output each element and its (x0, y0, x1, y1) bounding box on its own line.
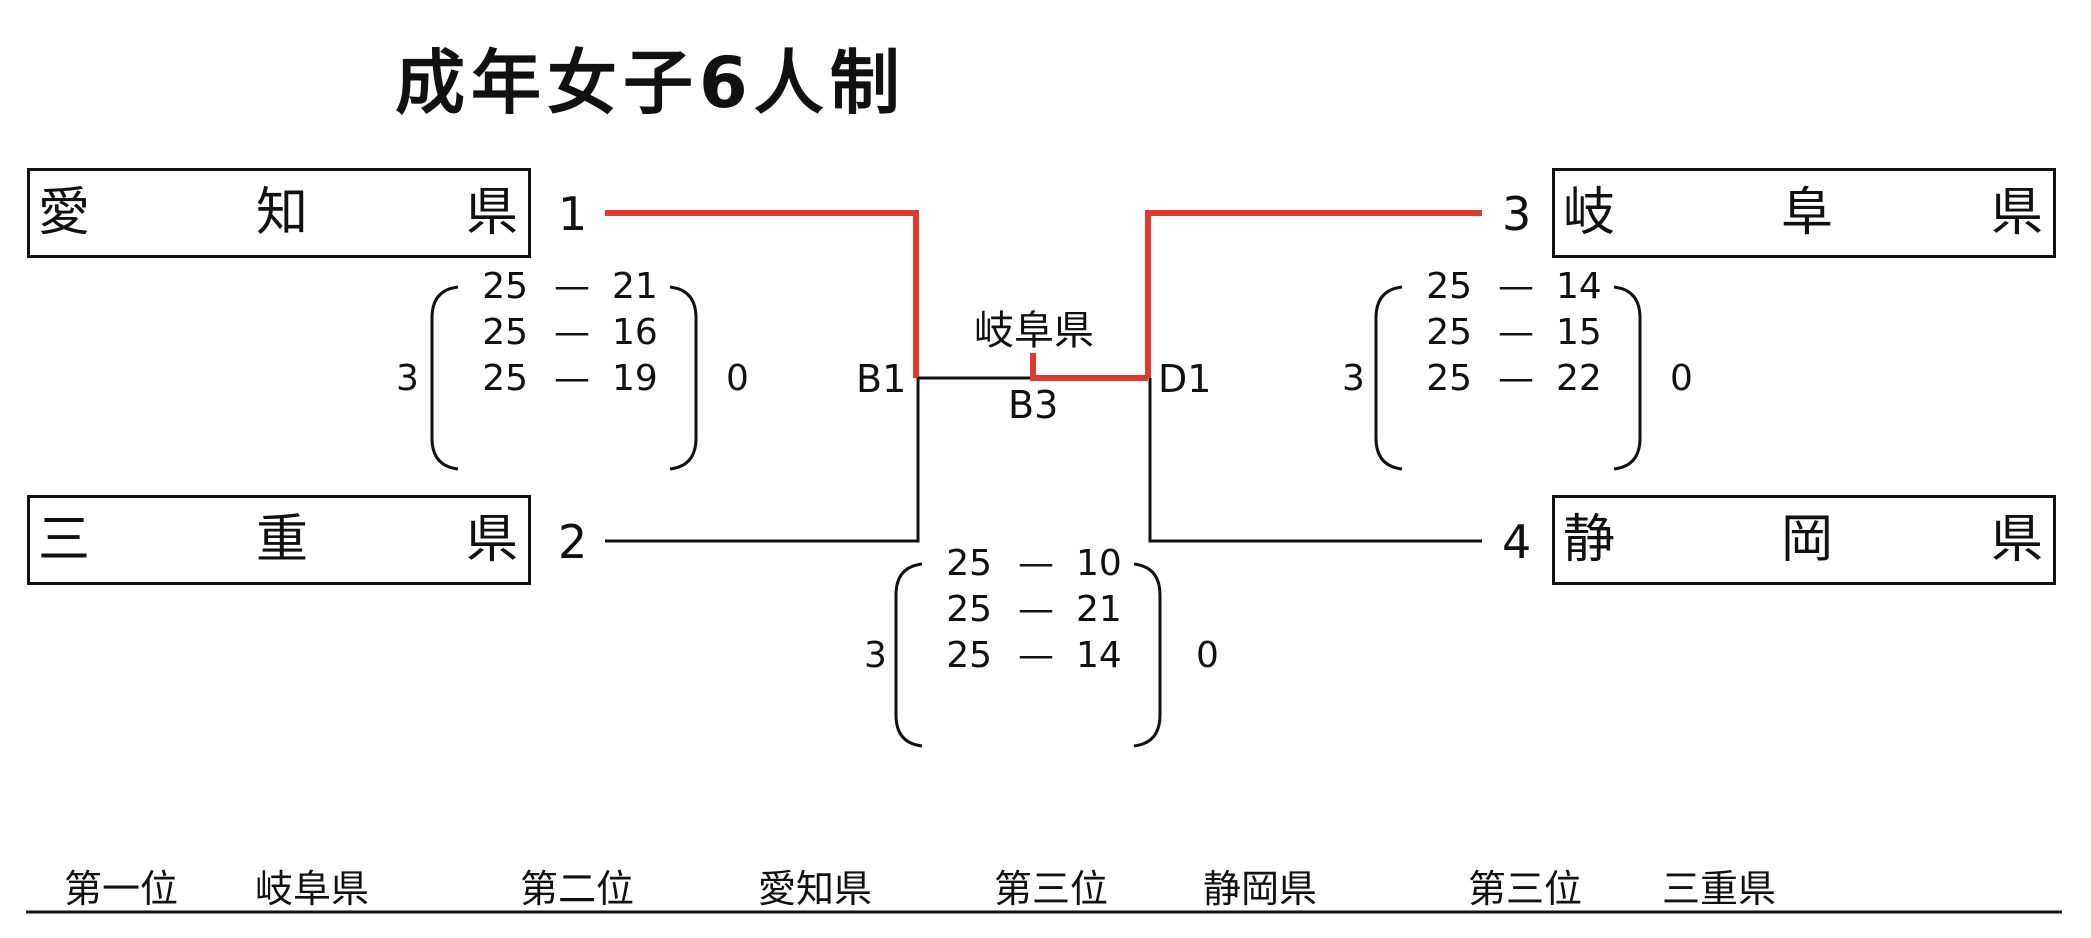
set-dash: — (1498, 312, 1534, 353)
seed-2: 2 (558, 515, 588, 569)
set-dash: — (1498, 358, 1534, 399)
set-score-b: 10 (1076, 543, 1122, 584)
sets-won: 3 (864, 635, 887, 676)
team-char: 県 (465, 183, 518, 243)
team-char: 阜 (1781, 183, 1834, 243)
match-label-left: B1 (856, 357, 907, 401)
sets-lost: 0 (1670, 358, 1693, 399)
score-bracket-close (1133, 562, 1162, 748)
set-score-b: 21 (612, 266, 658, 307)
set-dash: — (1498, 266, 1534, 307)
set-dash: — (554, 358, 590, 399)
seed-3: 3 (1502, 187, 1532, 241)
sets-won: 3 (1342, 358, 1365, 399)
score-bracket-open (430, 285, 459, 471)
team-box-gifu: 岐 阜 県 (1552, 168, 2056, 258)
set-score-a: 25 (1426, 312, 1472, 353)
set-score-a: 25 (1426, 358, 1472, 399)
set-score-a: 25 (482, 266, 528, 307)
seed-4: 4 (1502, 515, 1532, 569)
set-score-a: 25 (946, 635, 992, 676)
ranking-place: 第二位 (520, 867, 635, 911)
set-dash: — (554, 312, 590, 353)
sets-won: 3 (396, 358, 419, 399)
team-char: 重 (256, 510, 309, 570)
ranking-place: 第三位 (1468, 867, 1583, 911)
bracket-line-4 (1148, 378, 1482, 543)
seed-1: 1 (558, 187, 588, 241)
team-char: 知 (256, 183, 309, 243)
score-bracket-open (1374, 285, 1403, 471)
team-box-mie: 三 重 県 (27, 495, 531, 585)
team-char: 県 (1990, 183, 2043, 243)
score-bracket-close (1613, 285, 1642, 471)
page-title: 成年女子6人制 (395, 42, 906, 124)
winner-line-left (605, 210, 919, 378)
set-dash: — (1018, 543, 1054, 584)
team-char: 岐 (1563, 183, 1616, 243)
match-label-final: B3 (1008, 383, 1059, 427)
set-score-a: 25 (946, 589, 992, 630)
ranking-team: 静岡県 (1203, 867, 1318, 911)
set-dash: — (1018, 589, 1054, 630)
set-dash: — (554, 266, 590, 307)
set-score-b: 15 (1556, 312, 1602, 353)
ranking-place: 第一位 (64, 867, 179, 911)
set-score-a: 25 (946, 543, 992, 584)
winner-line-right (1145, 210, 1482, 378)
ranking-team: 岐阜県 (255, 867, 370, 911)
set-score-b: 14 (1556, 266, 1602, 307)
ranking-place: 第三位 (994, 867, 1109, 911)
ranking-team: 三重県 (1662, 867, 1777, 911)
sets-lost: 0 (1196, 635, 1219, 676)
score-bracket-close (669, 285, 698, 471)
set-score-a: 25 (482, 358, 528, 399)
set-score-a: 25 (482, 312, 528, 353)
set-score-b: 14 (1076, 635, 1122, 676)
sets-lost: 0 (726, 358, 749, 399)
match-label-right: D1 (1158, 357, 1212, 401)
team-char: 三 (38, 510, 91, 570)
set-score-b: 16 (612, 312, 658, 353)
score-bracket-open (894, 562, 923, 748)
champion-label: 岐阜県 (974, 308, 1094, 354)
team-char: 県 (1990, 510, 2043, 570)
set-dash: — (1018, 635, 1054, 676)
set-score-b: 21 (1076, 589, 1122, 630)
ranking-team: 愛知県 (758, 867, 873, 911)
team-box-aichi: 愛 知 県 (27, 168, 531, 258)
set-score-a: 25 (1426, 266, 1472, 307)
team-char: 静 (1563, 510, 1616, 570)
set-score-b: 19 (612, 358, 658, 399)
team-char: 県 (465, 510, 518, 570)
bracket-line-2 (605, 378, 920, 543)
set-score-b: 22 (1556, 358, 1602, 399)
final-winner-line (1030, 353, 1148, 381)
team-char: 岡 (1781, 510, 1834, 570)
team-char: 愛 (38, 183, 91, 243)
team-box-shizuoka: 静 岡 県 (1552, 495, 2056, 585)
